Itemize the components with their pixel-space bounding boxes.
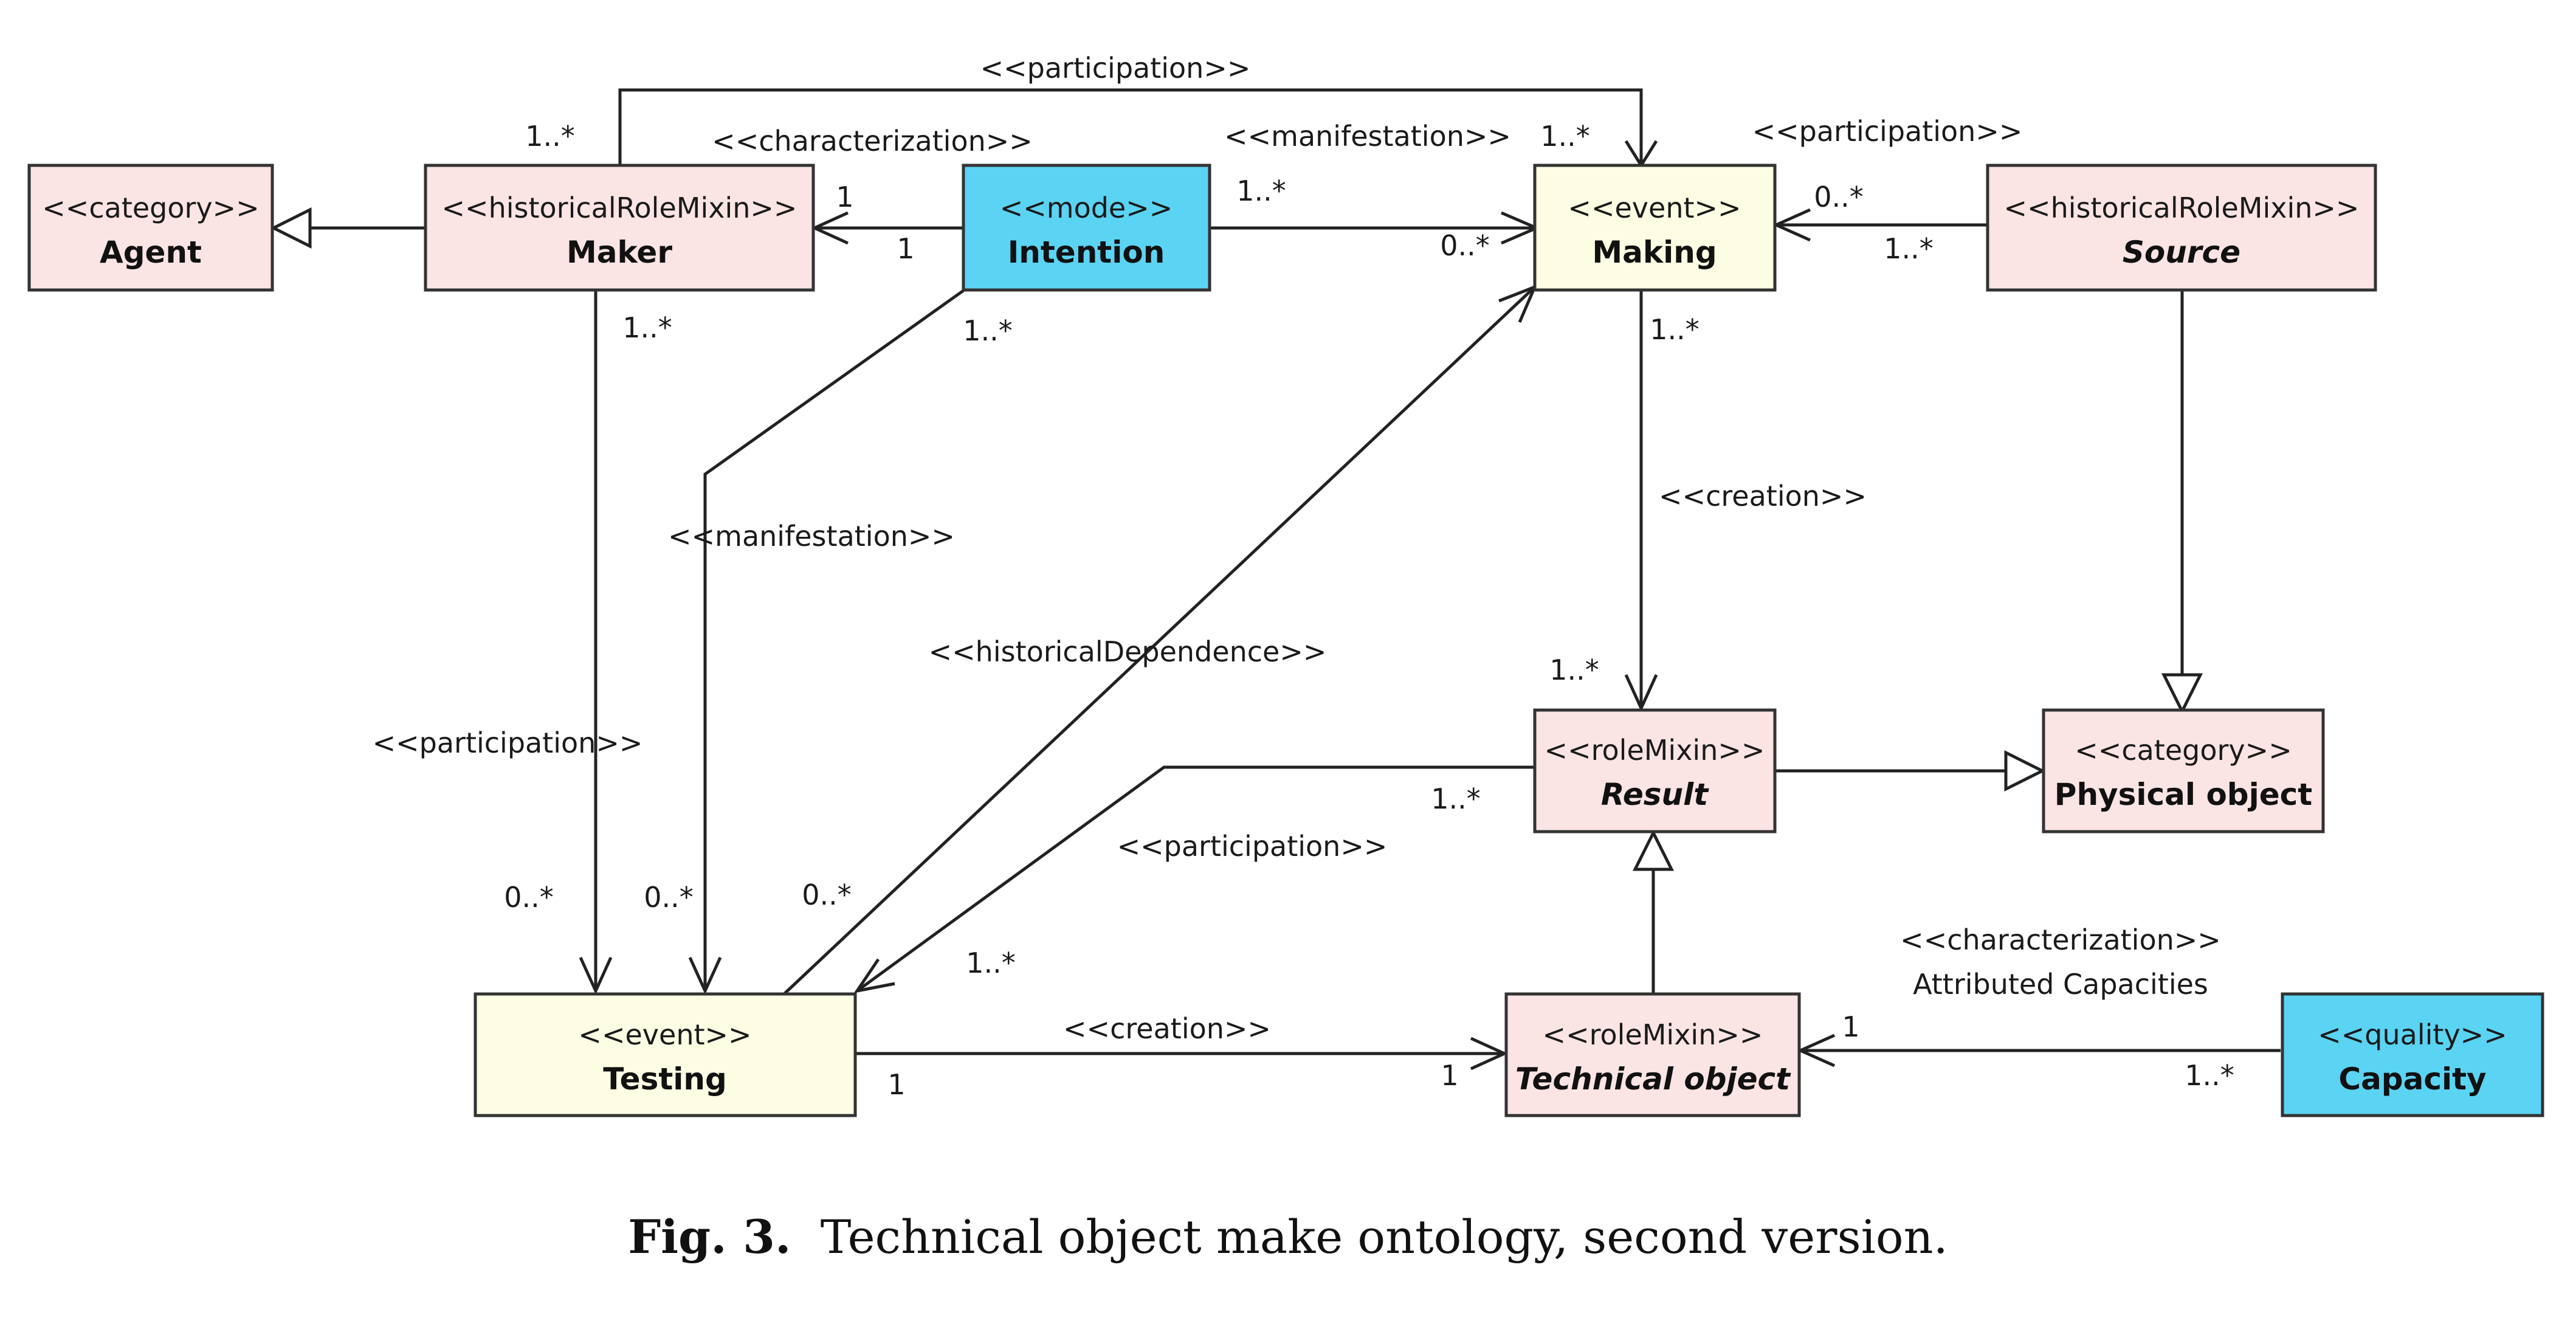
mult-testing-creation: 1 <box>887 1068 905 1101</box>
class-intention-name: Intention <box>1008 235 1165 270</box>
label-historical-dependence: <<historicalDependence>> <box>929 635 1327 668</box>
class-testing-name: Testing <box>603 1061 727 1097</box>
class-making-stereotype: <<event>> <box>1568 191 1741 224</box>
relation-labels: <<participation>> <<characterization>> <… <box>373 52 2221 1045</box>
mult-intention-manif: 1..* <box>1236 174 1286 207</box>
mult-capacity-technical: 1..* <box>2185 1059 2234 1092</box>
class-agent-box <box>27 164 274 292</box>
label-creation-testing-technical: <<creation>> <box>1063 1012 1271 1045</box>
edge-manifestation-intention-testing <box>703 289 965 991</box>
arrowhead-creation-technical <box>1470 1037 1509 1071</box>
class-source-box <box>1986 164 2377 292</box>
mult-technical-creation: 1 <box>1441 1059 1458 1092</box>
mult-technical-capacity: 1 <box>1842 1010 1859 1043</box>
class-maker-name: Maker <box>567 235 672 270</box>
mult-result-top: 1..* <box>1549 654 1599 686</box>
mult-maker-char: 1 <box>836 181 853 213</box>
mult-making-manif: 0..* <box>1440 229 1490 262</box>
figure-caption-label: Fig. 3. <box>628 1210 791 1264</box>
class-technical-object-stereotype: <<roleMixin>> <box>1543 1018 1763 1051</box>
mult-testing-result: 1..* <box>966 947 1016 979</box>
mult-result-side: 1..* <box>1431 782 1481 815</box>
mult-making-top: 1..* <box>1540 120 1590 153</box>
arrowhead-creation-result <box>1624 674 1658 712</box>
class-capacity-box <box>2281 992 2544 1117</box>
class-source-stereotype: <<historicalRoleMixin>> <box>2004 191 2360 224</box>
edge-historical-dependence-testing-making <box>783 286 1536 995</box>
class-capacity-name: Capacity <box>2338 1061 2486 1097</box>
class-physical-object: <<category>> Physical object <box>2042 708 2325 833</box>
class-testing-box <box>474 992 857 1117</box>
figure-caption: Fig. 3. Technical object make ontology, … <box>0 1210 2576 1264</box>
edge-participation-result-testing <box>856 765 1535 993</box>
class-result: <<roleMixin>> Result <box>1533 708 1777 833</box>
class-physical-object-box <box>2042 708 2325 833</box>
label-manifestation-testing: <<manifestation>> <box>668 520 955 553</box>
class-testing: <<event>> Testing <box>474 992 857 1117</box>
label-participation-result-testing: <<participation>> <box>1117 830 1388 863</box>
arrowhead-generalization-physical <box>2161 673 2203 715</box>
arrowhead-manifestation-testing <box>688 956 722 995</box>
class-technical-object-box <box>1504 992 1801 1117</box>
class-result-box <box>1533 708 1777 833</box>
edge-participation-maker-making <box>618 88 1643 165</box>
edges <box>270 88 2281 1071</box>
mult-intention-down: 1..* <box>963 314 1013 347</box>
class-agent: <<category>> Agent <box>27 164 274 292</box>
class-agent-name: Agent <box>100 235 202 270</box>
class-capacity-stereotype: <<quality>> <box>2318 1018 2507 1051</box>
mult-making-down: 1..* <box>1650 313 1700 346</box>
class-result-name: Result <box>1601 777 1709 812</box>
mult-testing-2: 0..* <box>644 881 694 914</box>
mult-testing-1: 0..* <box>504 881 554 914</box>
mult-intention-char: 1 <box>897 232 914 265</box>
label-participation-source: <<participation>> <box>1752 115 2023 148</box>
class-making-name: Making <box>1592 235 1717 270</box>
label-participation-top: <<participation>> <box>980 52 1251 85</box>
class-capacity: <<quality>> Capacity <box>2281 992 2544 1117</box>
label-characterization-maker: <<characterization>> <box>712 125 1033 157</box>
class-physical-object-stereotype: <<category>> <box>2075 734 2292 767</box>
label-manifestation-making: <<manifestation>> <box>1224 120 1511 153</box>
class-physical-object-name: Physical object <box>2054 777 2312 812</box>
class-maker: <<historicalRoleMixin>> Maker <box>424 164 815 292</box>
label-attributed-capacities: Attributed Capacities <box>1913 968 2208 1001</box>
mult-source-making: 1..* <box>1884 232 1934 265</box>
mult-maker-top: 1..* <box>525 120 575 153</box>
class-technical-object-name: Technical object <box>1515 1061 1791 1097</box>
class-source: <<historicalRoleMixin>> Source <box>1986 164 2377 292</box>
class-maker-stereotype: <<historicalRoleMixin>> <box>442 191 797 224</box>
arrowhead-generalization-agent <box>270 207 312 249</box>
arrowhead-generalization-physical-left <box>2004 750 2046 792</box>
class-testing-stereotype: <<event>> <box>578 1018 751 1051</box>
class-intention-stereotype: <<mode>> <box>1000 191 1173 224</box>
class-making-box <box>1533 164 1777 292</box>
class-technical-object: <<roleMixin>> Technical object <box>1504 992 1801 1117</box>
arrowhead-generalization-result <box>1632 829 1675 871</box>
label-characterization-capacity: <<characterization>> <box>1900 923 2221 956</box>
mult-maker-down: 1..* <box>622 311 672 344</box>
class-result-stereotype: <<roleMixin>> <box>1545 734 1765 767</box>
class-intention-box <box>962 164 1211 292</box>
arrowhead-participation-testing-1 <box>579 956 613 995</box>
figure-caption-text: Technical object make ontology, second v… <box>820 1210 1948 1264</box>
class-source-name: Source <box>2123 235 2240 270</box>
mult-testing-3: 0..* <box>802 878 852 911</box>
class-making: <<event>> Making <box>1533 164 1777 292</box>
label-participation-maker-testing: <<participation>> <box>373 726 643 759</box>
mult-making-source: 0..* <box>1814 181 1864 213</box>
class-maker-box <box>424 164 815 292</box>
arrowhead-participation-testing-2 <box>853 958 895 993</box>
label-creation-making-result: <<creation>> <box>1659 480 1867 512</box>
class-intention: <<mode>> Intention <box>962 164 1211 292</box>
multiplicity-labels: 1..* 1..* 1 1 1..* 0..* 0..* 1..* 1..* 1… <box>504 120 2234 1101</box>
class-agent-stereotype: <<category>> <box>42 191 259 224</box>
